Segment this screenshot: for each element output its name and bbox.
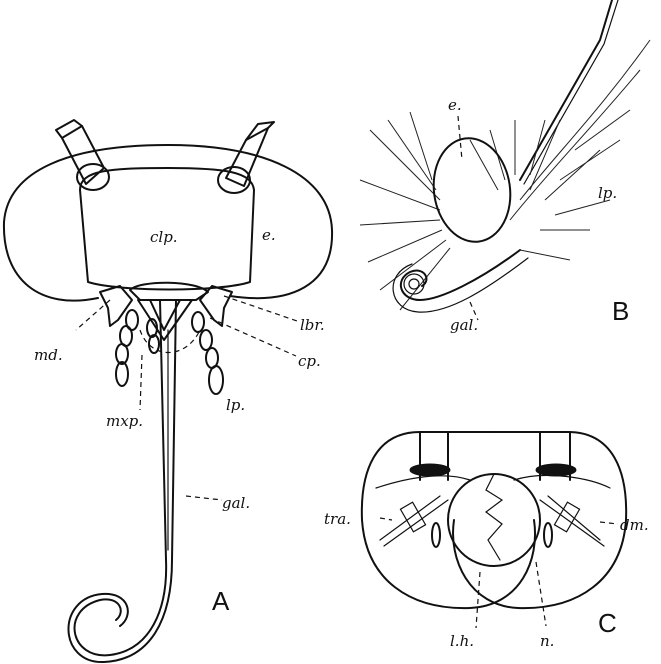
- panel-label-a: A: [212, 586, 230, 616]
- panel-label-b: B: [612, 296, 629, 326]
- label-md: md.: [34, 346, 63, 364]
- label-lp-a: lp.: [226, 396, 245, 414]
- label-lbr: lbr.: [300, 316, 325, 334]
- leader-dm: [600, 522, 618, 524]
- panel-a-head-drawing: [4, 120, 332, 662]
- label-tra: tra.: [324, 510, 351, 528]
- leader-e-b: [458, 116, 462, 160]
- label-clp: clp.: [150, 228, 178, 246]
- panel-c-section: [362, 432, 626, 608]
- label-lp-b: lp.: [598, 184, 617, 202]
- food-canal: [448, 474, 540, 566]
- leader-n: [536, 562, 546, 626]
- label-e-a: e.: [262, 226, 276, 244]
- label-gal-b: gal.: [450, 316, 478, 334]
- label-gal-a: gal.: [222, 494, 250, 512]
- antenna-b: [520, 0, 612, 180]
- left-antenna-base: [62, 126, 104, 184]
- compound-eye-b: [427, 133, 517, 247]
- label-e-b: e.: [448, 96, 462, 114]
- label-lh: l.h.: [450, 632, 474, 650]
- label-n: n.: [540, 632, 554, 650]
- leader-lh: [476, 572, 480, 628]
- labial-palp-hair-tuft: [470, 40, 650, 260]
- panel-b-drawing: [360, 0, 650, 312]
- labrum: [130, 283, 208, 300]
- leader-tra: [380, 518, 392, 520]
- left-mandible: [100, 286, 132, 326]
- label-dm: dm.: [620, 516, 649, 534]
- maxilla-stipes: [138, 300, 192, 340]
- label-cp: cp.: [298, 352, 321, 370]
- maxillary-palp: [116, 310, 138, 386]
- label-mxp: mxp.: [106, 412, 143, 430]
- food-canal-suture: [486, 474, 502, 560]
- panel-label-c: C: [598, 608, 617, 638]
